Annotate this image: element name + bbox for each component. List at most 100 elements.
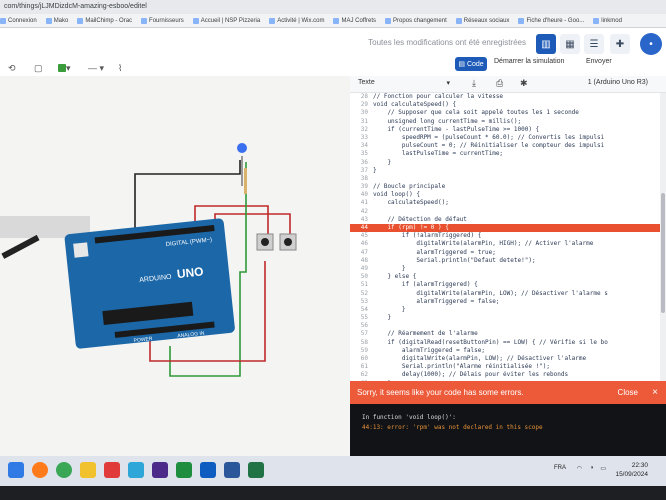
app-icon[interactable]	[152, 462, 168, 478]
circuit-canvas[interactable]: DIGITAL (PWM~) ARDUINO UNO POWER ANALOG …	[0, 76, 350, 456]
code-line[interactable]: 57 // Réarmement de l'alarme	[350, 330, 660, 338]
usb-plug	[1, 234, 40, 259]
code-line[interactable]: 32 if (currentTime - lastPulseTime >= 10…	[350, 126, 660, 134]
code-line[interactable]: 60 digitalWrite(alarmPin, LOW); // Désac…	[350, 355, 660, 363]
outlook-icon[interactable]	[200, 462, 216, 478]
code-line[interactable]: 43 // Détection de défaut	[350, 216, 660, 224]
code-line[interactable]: 48 Serial.println("Defaut detete!");	[350, 257, 660, 265]
code-line[interactable]: 52 digitalWrite(alarmPin, LOW); // Désac…	[350, 290, 660, 298]
language-indicator[interactable]: FRA	[554, 465, 566, 471]
color-swatch-icon[interactable]: ▾	[58, 62, 71, 74]
close-button[interactable]: Close	[617, 388, 638, 397]
code-line[interactable]: 49 }	[350, 265, 660, 273]
code-line[interactable]: 59 alarmTriggered = false;	[350, 347, 660, 355]
bookmark[interactable]: Connexion	[0, 17, 37, 24]
board-select[interactable]: 1 (Arduino Uno R3)	[587, 79, 648, 86]
code-line[interactable]: 54 }	[350, 306, 660, 314]
bookmark[interactable]: Activité | Wix.com	[269, 17, 324, 24]
line-number: 62	[360, 371, 368, 379]
resistor[interactable]	[244, 168, 247, 194]
wire-tool-icon[interactable]: ⌇	[118, 62, 123, 73]
code-line[interactable]: 46 digitalWrite(alarmPin, HIGH); // Acti…	[350, 240, 660, 248]
start-simulation-button[interactable]: Démarrer la simulation	[494, 58, 565, 65]
component-icon[interactable]: ▦	[560, 34, 580, 54]
code-line-error[interactable]: 44 if (rpm) != 0 ) {	[350, 224, 660, 233]
code-text: if (!alarmTriggered) {	[373, 232, 482, 240]
code-mode-select[interactable]: Texte▾	[358, 79, 450, 87]
excel-icon[interactable]	[248, 462, 264, 478]
chrome-icon[interactable]	[56, 462, 72, 478]
code-line[interactable]: 28// Fonction pour calculer la vitesse	[350, 93, 660, 101]
clock[interactable]: 22:30 15/09/2024	[615, 462, 648, 478]
code-line[interactable]: 62 delay(1000); // Délais pour éviter le…	[350, 371, 660, 379]
code-line[interactable]: 55 }	[350, 314, 660, 322]
wifi-icon[interactable]: ◠	[576, 466, 582, 472]
code-line[interactable]: 51 if (alarmTriggered) {	[350, 281, 660, 289]
code-line[interactable]: 63 }	[350, 380, 660, 381]
code-line[interactable]: 58 if (digitalRead(resetButtonPin) == LO…	[350, 339, 660, 347]
address-bar[interactable]: com/things/jLJMDizdcM-amazing-esboo/edit…	[0, 0, 666, 14]
bookmark[interactable]: Réseaux sociaux	[455, 17, 509, 24]
battery-icon[interactable]: ▭	[600, 466, 606, 472]
code-line[interactable]: 45 if (!alarmTriggered) {	[350, 232, 660, 240]
circuit-view-icon[interactable]: ▥	[536, 34, 556, 54]
download-icon[interactable]: ⤓	[472, 78, 476, 88]
share-button[interactable]: Envoyer	[586, 58, 612, 65]
bookmark[interactable]: MailChimp - Orac	[77, 17, 132, 24]
code-line[interactable]: 37}	[350, 167, 660, 175]
bookmark[interactable]: Propos changement	[385, 17, 447, 24]
bookmark[interactable]: linkmod	[593, 17, 622, 24]
app-icon[interactable]	[104, 462, 120, 478]
start-icon[interactable]	[8, 462, 24, 478]
code-line[interactable]: 41 calculateSpeed();	[350, 199, 660, 207]
code-scrollbar[interactable]	[660, 93, 666, 381]
code-line[interactable]: 39// Boucle principale	[350, 183, 660, 191]
line-number: 52	[360, 289, 368, 297]
bookmark[interactable]: Mako	[45, 17, 68, 24]
code-text: if (alarmTriggered) {	[373, 281, 478, 289]
code-line[interactable]: 33 speedRPM = (pulseCount * 60.0); // Co…	[350, 134, 660, 142]
code-line[interactable]: 36 }	[350, 159, 660, 167]
bookmark[interactable]: Fournisseurs	[141, 17, 184, 24]
code-line[interactable]: 61 Serial.println("Alarme réinitialisée …	[350, 363, 660, 371]
line-number: 33	[360, 133, 368, 141]
netlist-icon[interactable]: ☰	[584, 34, 604, 54]
led[interactable]	[237, 143, 247, 153]
avatar[interactable]: •	[640, 33, 662, 55]
code-line[interactable]: 42	[350, 208, 660, 216]
debug-icon[interactable]: ✱	[520, 78, 528, 88]
bookmark[interactable]: Accueil | NSP Pizzeria	[192, 17, 260, 24]
file-explorer-icon[interactable]	[80, 462, 96, 478]
code-line[interactable]: 38	[350, 175, 660, 183]
print-icon[interactable]: ⎙	[496, 78, 504, 88]
code-line[interactable]: 53 alarmTriggered = false;	[350, 298, 660, 306]
code-line[interactable]: 50 } else {	[350, 273, 660, 281]
scrollbar-thumb[interactable]	[661, 193, 665, 313]
bookmark[interactable]: Fiche d'heure - Goo...	[518, 17, 584, 24]
reset-button[interactable]	[73, 242, 89, 258]
app-icon[interactable]	[176, 462, 192, 478]
code-line[interactable]: 31 unsigned long currentTime = millis();	[350, 118, 660, 126]
rotate-icon[interactable]: ⟲	[8, 62, 16, 73]
volume-icon[interactable]: ◗	[590, 465, 594, 471]
note-icon[interactable]: ▢	[34, 62, 43, 73]
line-number: 38	[360, 174, 368, 182]
close-icon[interactable]: ×	[652, 387, 658, 398]
taskbar: FRA ◠ ◗ ▭ 22:30 15/09/2024	[0, 456, 666, 486]
word-icon[interactable]	[224, 462, 240, 478]
firefox-icon[interactable]	[32, 462, 48, 478]
code-line[interactable]: 47 alarmTriggered = true;	[350, 249, 660, 257]
line-style-icon[interactable]: — ▾	[88, 62, 105, 73]
code-line[interactable]: 34 pulseCount = 0; // Réinitialiser le c…	[350, 142, 660, 150]
code-button[interactable]: ▤Code	[455, 57, 487, 71]
user-add-icon[interactable]: ✚	[610, 34, 630, 54]
code-line[interactable]: 56	[350, 322, 660, 330]
code-line[interactable]: 30 // Supposer que cela soit appelé tout…	[350, 109, 660, 117]
bookmark[interactable]: MAJ Coffrets	[333, 17, 376, 24]
edge-icon[interactable]	[128, 462, 144, 478]
code-line[interactable]: 35 lastPulseTime = currentTime;	[350, 150, 660, 158]
